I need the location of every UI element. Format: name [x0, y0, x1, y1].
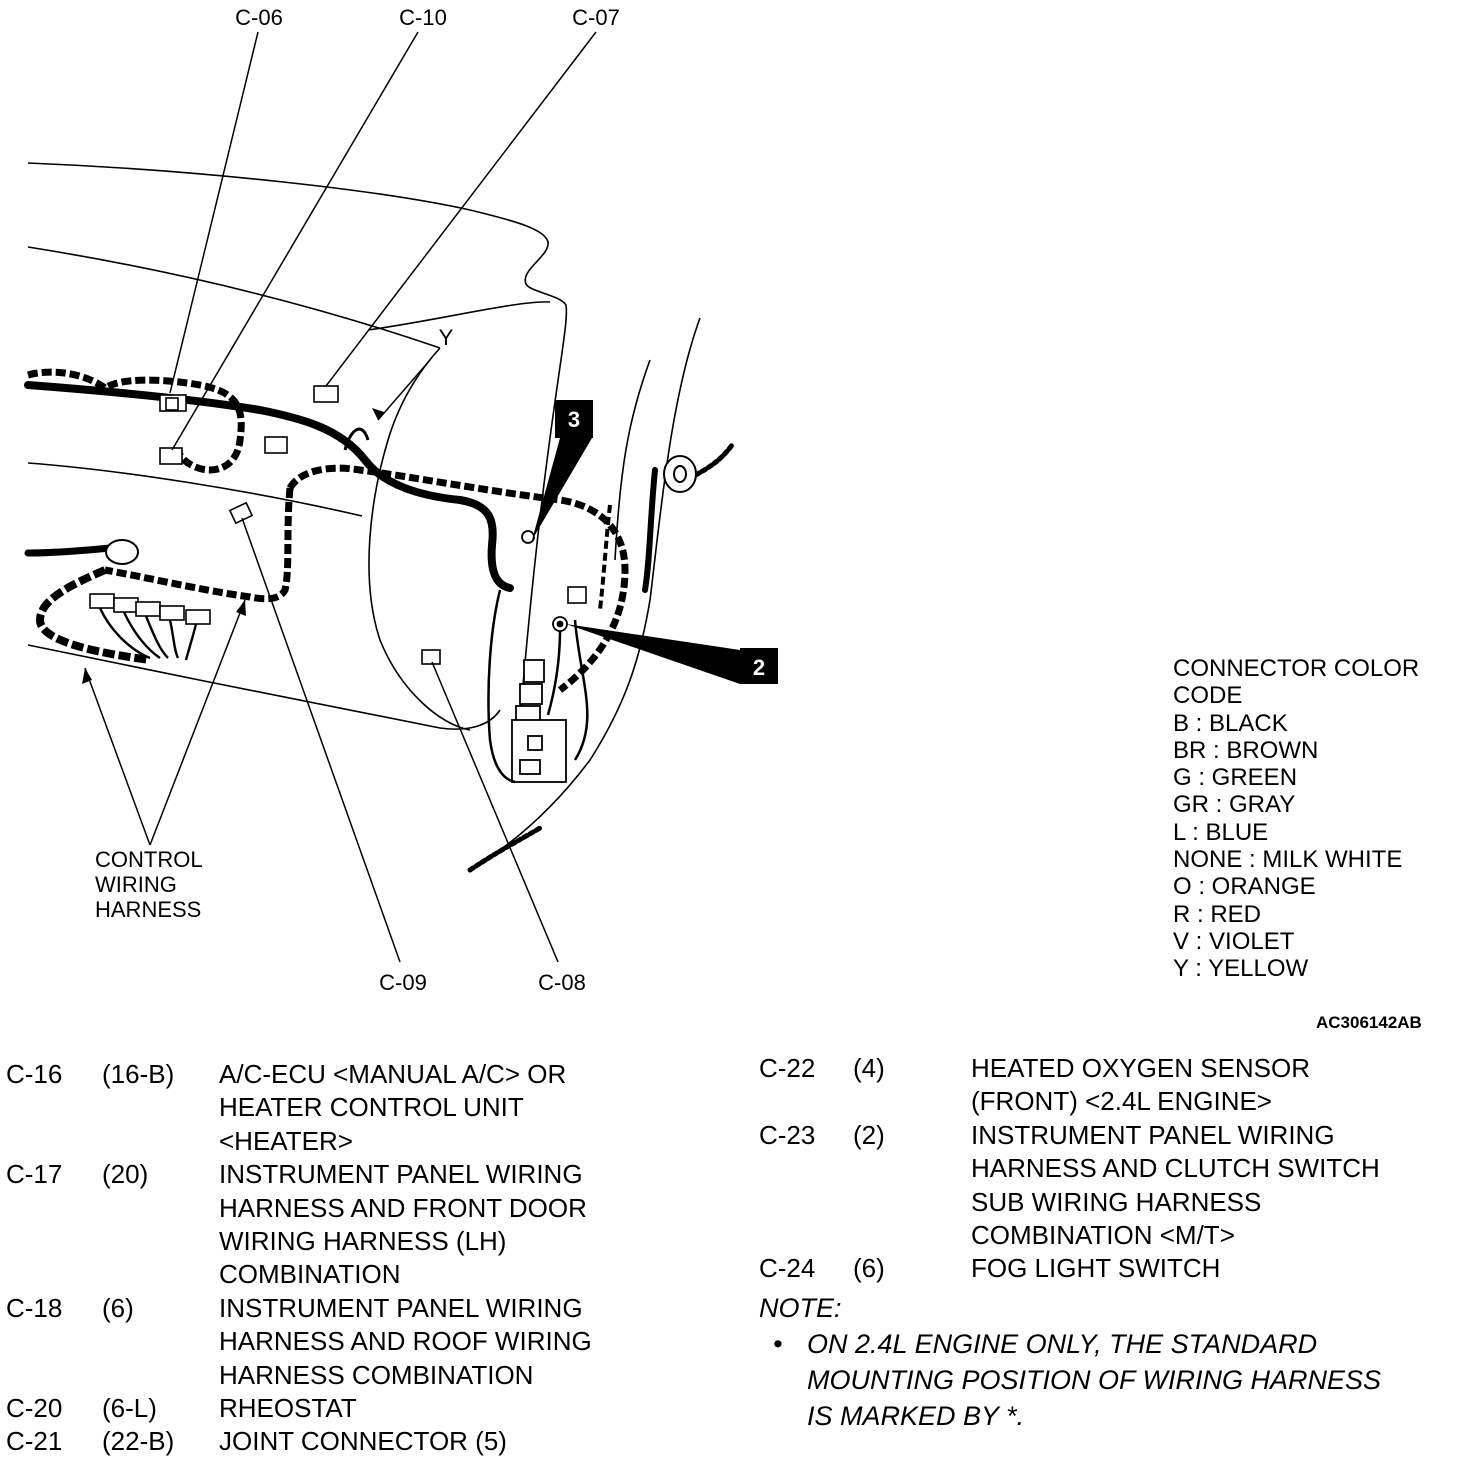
note-block: NOTE: • ON 2.4L ENGINE ONLY, THE STANDAR… [759, 1290, 1381, 1434]
connector-description-line: HEATER CONTROL UNIT [219, 1092, 524, 1123]
connector-code: C-23 [759, 1119, 816, 1150]
connector-color-legend: CONNECTOR COLOR CODE B : BLACK BR : BROW… [1173, 655, 1419, 983]
connector-description-line: HEATED OXYGEN SENSOR [971, 1053, 1311, 1083]
connector-table-left: C-16 (16-B) A/C-ECU <MANUAL A/C> OR HEAT… [6, 1058, 666, 1459]
connector-code: C-20 [6, 1393, 63, 1424]
table-row: C-18 (6) INSTRUMENT PANEL WIRING HARNESS… [6, 1292, 666, 1392]
callout-2: 2 [566, 624, 778, 684]
connector-description-line: FOG LIGHT SWITCH [971, 1253, 1221, 1284]
connector-description-line: SUB WIRING HARNESS [971, 1186, 1262, 1217]
taped-harness-branches [27, 368, 629, 693]
ground-point-3 [521, 530, 535, 544]
grommets [105, 455, 697, 565]
harness-label-line-1: CONTROL [95, 847, 203, 872]
legend-item: V : VIOLET [1173, 927, 1295, 955]
connector-pin-count: (2) [853, 1119, 885, 1150]
connector-group-lower-left [89, 593, 211, 661]
connector-pin-count: (22-B) [102, 1426, 175, 1457]
legend-title-line-2: CODE [1173, 682, 1243, 710]
connector-code: C-18 [6, 1292, 63, 1323]
legend-item: Y : YELLOW [1173, 955, 1309, 983]
connector-c07-body [313, 385, 339, 403]
legend-item: L : BLUE [1173, 818, 1269, 846]
leader-lines [84, 31, 597, 963]
connector-pin-count: (16-B) [102, 1059, 175, 1089]
upper-connectors [159, 385, 587, 665]
connector-description-line: HARNESS AND CLUTCH SWITCH [971, 1153, 1380, 1184]
legend-item: O : ORANGE [1173, 873, 1316, 901]
connector-pin-count: (20) [102, 1159, 149, 1190]
connector-description-line: <HEATER> [219, 1125, 353, 1156]
table-row: C-16 (16-B) A/C-ECU <MANUAL A/C> OR HEAT… [6, 1058, 666, 1158]
legend-item: G : GREEN [1173, 764, 1298, 792]
connector-description-line: WIRING HARNESS (LH) [219, 1226, 507, 1257]
callout-3-number: 3 [568, 407, 580, 432]
table-row: C-21 (22-B) JOINT CONNECTOR (5) [6, 1425, 666, 1458]
connector-description-line: HARNESS COMBINATION [219, 1359, 534, 1390]
callout-3: 3 [532, 400, 593, 540]
legend-item: NONE : MILK WHITE [1173, 846, 1403, 874]
label-y-marker: Y [439, 325, 454, 350]
connector-description-line: HARNESS AND ROOF WIRING [219, 1326, 592, 1357]
connector-description-line: JOINT CONNECTOR (5) [219, 1426, 507, 1457]
note-line: IS MARKED BY *. [807, 1401, 1025, 1431]
instrument-panel-outline [27, 162, 701, 871]
table-row: C-20 (6-L) RHEOSTAT [6, 1392, 666, 1425]
connector-pin-count: (4) [853, 1053, 885, 1083]
diagram-labels: C-06 C-10 C-07 Y C-09 C-08 CONTROL WIRIN… [95, 5, 620, 995]
note-bullet: • [773, 1329, 783, 1359]
connector-c08-body [421, 649, 441, 665]
label-c06: C-06 [235, 5, 283, 30]
note-line: MOUNTING POSITION OF WIRING HARNESS [807, 1365, 1382, 1395]
legend-item: GR : GRAY [1173, 791, 1296, 819]
connector-description-line: COMBINATION [219, 1259, 401, 1290]
connector-stack-right [487, 530, 589, 784]
harness-label-line-3: HARNESS [95, 897, 201, 922]
connector-c09-body [228, 501, 254, 525]
connector-description-line: INSTRUMENT PANEL WIRING [219, 1159, 583, 1190]
connector-description-line: HARNESS AND FRONT DOOR [219, 1192, 587, 1223]
arrow-heads [82, 408, 384, 684]
connector-pin-count: (6-L) [102, 1393, 157, 1424]
note-heading: NOTE: [759, 1293, 842, 1323]
connector-description-line: COMBINATION <M/T> [971, 1220, 1235, 1251]
label-c10: C-10 [399, 5, 447, 30]
label-c07: C-07 [572, 5, 620, 30]
connector-description-line: A/C-ECU <MANUAL A/C> OR [219, 1059, 567, 1089]
connector-table-right: C-22 (4) HEATED OXYGEN SENSOR (FRONT) <2… [759, 1052, 1459, 1286]
connector-description-line: INSTRUMENT PANEL WIRING [971, 1119, 1335, 1150]
connector-pin-count: (6) [102, 1292, 134, 1323]
table-row: C-22 (4) HEATED OXYGEN SENSOR (FRONT) <2… [759, 1052, 1459, 1119]
connector-code: C-21 [6, 1426, 63, 1457]
table-row: C-24 (6) FOG LIGHT SWITCH [759, 1252, 1459, 1285]
label-c09: C-09 [379, 970, 427, 995]
note-line: ON 2.4L ENGINE ONLY, THE STANDARD [807, 1329, 1318, 1359]
label-c08: C-08 [538, 970, 586, 995]
table-row: C-23 (2) INSTRUMENT PANEL WIRING HARNESS… [759, 1119, 1459, 1253]
legend-item: BR : BROWN [1173, 736, 1319, 764]
legend-item: R : RED [1173, 900, 1262, 928]
connector-description-line: RHEOSTAT [219, 1393, 357, 1424]
connector-code: C-17 [6, 1159, 63, 1190]
figure-id: AC306142AB [1316, 1013, 1422, 1032]
connector-c10-body [159, 447, 183, 465]
callout-2-number: 2 [753, 655, 765, 680]
connector-description-line: (FRONT) <2.4L ENGINE> [971, 1086, 1272, 1117]
harness-label-line-2: WIRING [95, 872, 177, 897]
connector-description-line: INSTRUMENT PANEL WIRING [219, 1292, 583, 1323]
connector-code: C-16 [6, 1059, 63, 1089]
table-row: C-17 (20) INSTRUMENT PANEL WIRING HARNES… [6, 1158, 666, 1292]
connector-code: C-24 [759, 1253, 816, 1284]
wiring-diagram: 3 2 C-06 C-10 C-07 Y C-09 C-08 CONTROL W… [24, 5, 778, 995]
legend-title-line-1: CONNECTOR COLOR [1173, 655, 1420, 682]
connector-pin-count: (6) [853, 1253, 885, 1284]
connector-code: C-22 [759, 1053, 816, 1083]
legend-item: B : BLACK [1173, 709, 1288, 737]
